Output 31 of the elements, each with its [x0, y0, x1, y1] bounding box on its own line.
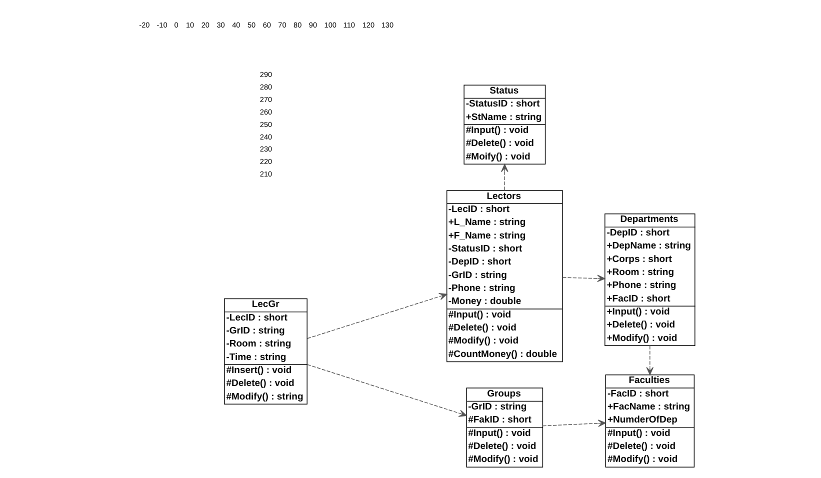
label: 0: [174, 20, 178, 29]
label: 230: [259, 144, 272, 154]
arrow: [562, 274, 605, 282]
label: 270: [259, 94, 272, 104]
arrow: [306, 292, 447, 338]
label: 130: [380, 20, 394, 29]
label: 60: [262, 20, 270, 29]
arrow: [306, 364, 466, 416]
label: 100: [324, 20, 336, 29]
label: 80: [293, 20, 302, 29]
arrow: [542, 419, 606, 426]
label: 70: [278, 20, 286, 29]
label: 40: [232, 20, 240, 29]
label: 260: [259, 106, 272, 116]
label: 290: [259, 70, 272, 79]
label: 280: [259, 82, 272, 91]
label: 120: [362, 20, 374, 29]
label: 240: [259, 132, 272, 141]
label: -20: [138, 20, 150, 29]
label: 250: [259, 119, 272, 128]
label: 90: [308, 20, 317, 29]
label: 210: [259, 169, 272, 178]
label: 20: [200, 20, 209, 29]
arrow: [500, 164, 508, 190]
arrow: [646, 344, 654, 374]
label: 30: [216, 20, 224, 29]
label: 110: [342, 20, 354, 29]
label: 220: [259, 156, 272, 166]
label: 10: [185, 20, 194, 29]
label: -10: [156, 20, 167, 29]
label: 50: [246, 20, 256, 29]
